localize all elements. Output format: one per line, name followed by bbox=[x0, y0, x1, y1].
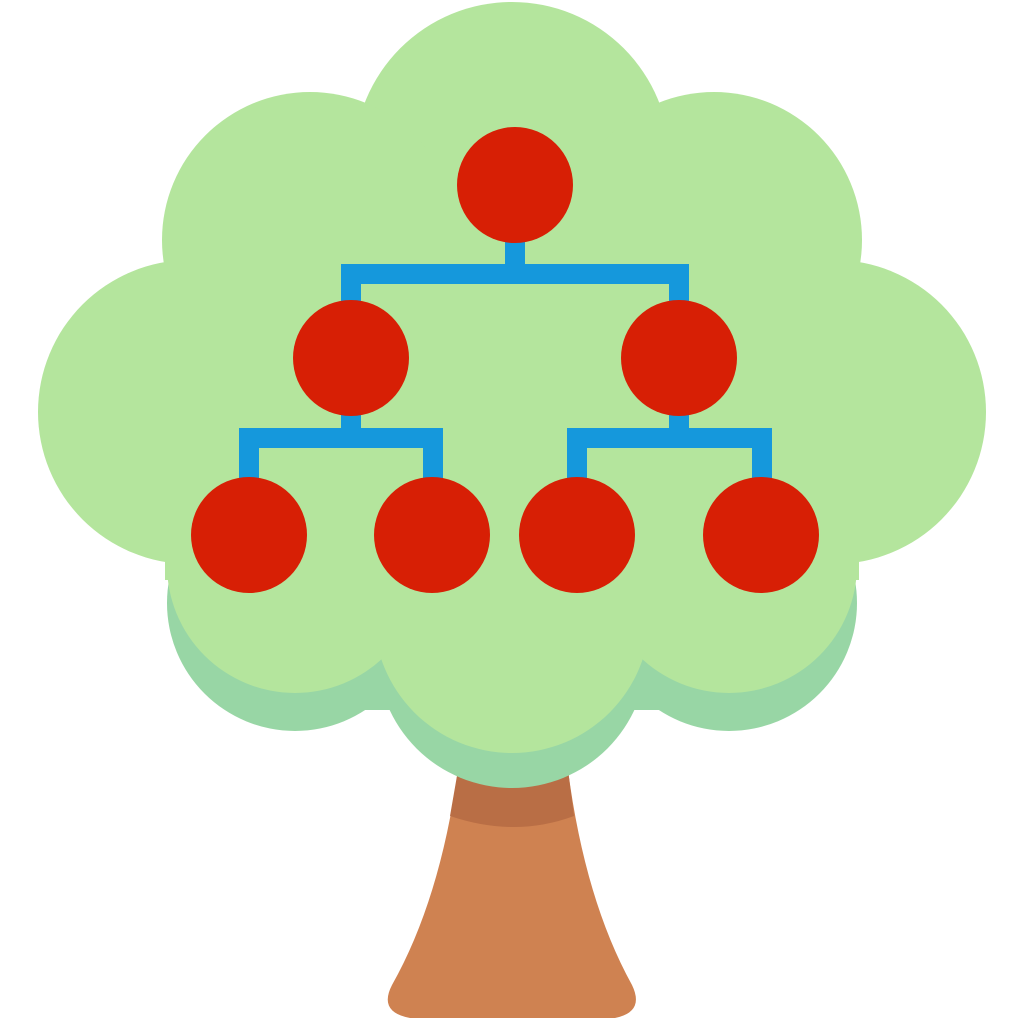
node-level2-right bbox=[621, 300, 737, 416]
hierarchy-nodes bbox=[191, 127, 819, 593]
node-level3-1 bbox=[191, 477, 307, 593]
node-root bbox=[457, 127, 573, 243]
trunk-body bbox=[387, 770, 636, 1018]
connector-root bbox=[341, 240, 689, 305]
node-level3-2 bbox=[374, 477, 490, 593]
node-level3-3 bbox=[519, 477, 635, 593]
node-level2-left bbox=[293, 300, 409, 416]
node-level3-4 bbox=[703, 477, 819, 593]
hierarchy-connectors bbox=[239, 240, 772, 480]
tree-trunk bbox=[387, 770, 636, 1018]
connector-right-branch bbox=[567, 412, 772, 480]
connector-left-branch bbox=[239, 412, 443, 480]
